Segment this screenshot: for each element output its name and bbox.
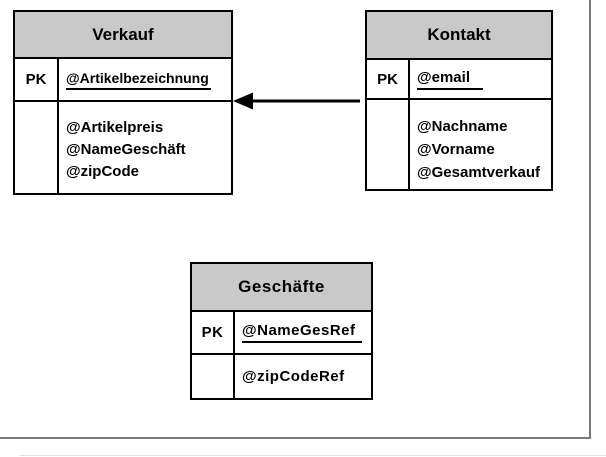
attributes-row: @zipCodeRef xyxy=(192,355,371,398)
pk-cell-empty xyxy=(192,355,235,398)
pk-label: PK xyxy=(367,60,410,98)
pk-attribute: @NameGesRef xyxy=(242,322,362,343)
attributes-cell: @Artikelpreis @NameGeschäft @zipCode xyxy=(59,102,231,193)
attribute: @Artikelpreis xyxy=(66,119,164,136)
attribute: @Nachname xyxy=(417,118,508,135)
entity-table-kontakt[interactable]: Kontakt PK @email @Nachname @Vorname @Ge… xyxy=(365,10,553,191)
relationship-arrow[interactable] xyxy=(230,89,362,113)
page-border-bottom xyxy=(0,437,591,439)
attributes-row: @Nachname @Vorname @Gesamtverkauf xyxy=(367,100,551,189)
pk-row: PK @email xyxy=(367,60,551,100)
pk-attribute: @email xyxy=(417,69,483,90)
table-title-kontakt: Kontakt xyxy=(367,12,551,60)
attribute-list: @Artikelpreis @NameGeschäft @zipCode xyxy=(59,102,186,183)
attribute-list: @zipCodeRef xyxy=(235,366,345,388)
attribute: @Gesamtverkauf xyxy=(417,164,541,181)
entity-table-geschaefte[interactable]: Geschäfte PK @NameGesRef @zipCodeRef xyxy=(190,262,373,400)
pk-attribute-cell: @email xyxy=(410,60,551,98)
attribute: @zipCode xyxy=(66,163,139,180)
attribute: @Vorname xyxy=(417,141,495,158)
table-title-verkauf: Verkauf xyxy=(15,12,231,59)
pk-label: PK xyxy=(192,312,235,353)
attribute: @NameGeschäft xyxy=(66,141,186,158)
pk-cell-empty xyxy=(367,100,410,189)
attributes-cell: @zipCodeRef xyxy=(235,355,371,398)
pk-row: PK @Artikelbezeichnung xyxy=(15,59,231,102)
table-title-geschaefte: Geschäfte xyxy=(192,264,371,312)
next-page-edge xyxy=(20,455,606,456)
entity-table-verkauf[interactable]: Verkauf PK @Artikelbezeichnung @Artikelp… xyxy=(13,10,233,195)
pk-attribute-cell: @Artikelbezeichnung xyxy=(59,59,231,100)
pk-attribute-cell: @NameGesRef xyxy=(235,312,371,353)
page-border-right xyxy=(589,0,591,439)
attribute-list: @Nachname @Vorname @Gesamtverkauf xyxy=(410,100,540,184)
pk-label: PK xyxy=(15,59,59,100)
attributes-row: @Artikelpreis @NameGeschäft @zipCode xyxy=(15,102,231,193)
pk-row: PK @NameGesRef xyxy=(192,312,371,355)
attributes-cell: @Nachname @Vorname @Gesamtverkauf xyxy=(410,100,551,189)
pk-attribute: @Artikelbezeichnung xyxy=(66,70,211,90)
pk-cell-empty xyxy=(15,102,59,193)
attribute: @zipCodeRef xyxy=(242,367,345,385)
